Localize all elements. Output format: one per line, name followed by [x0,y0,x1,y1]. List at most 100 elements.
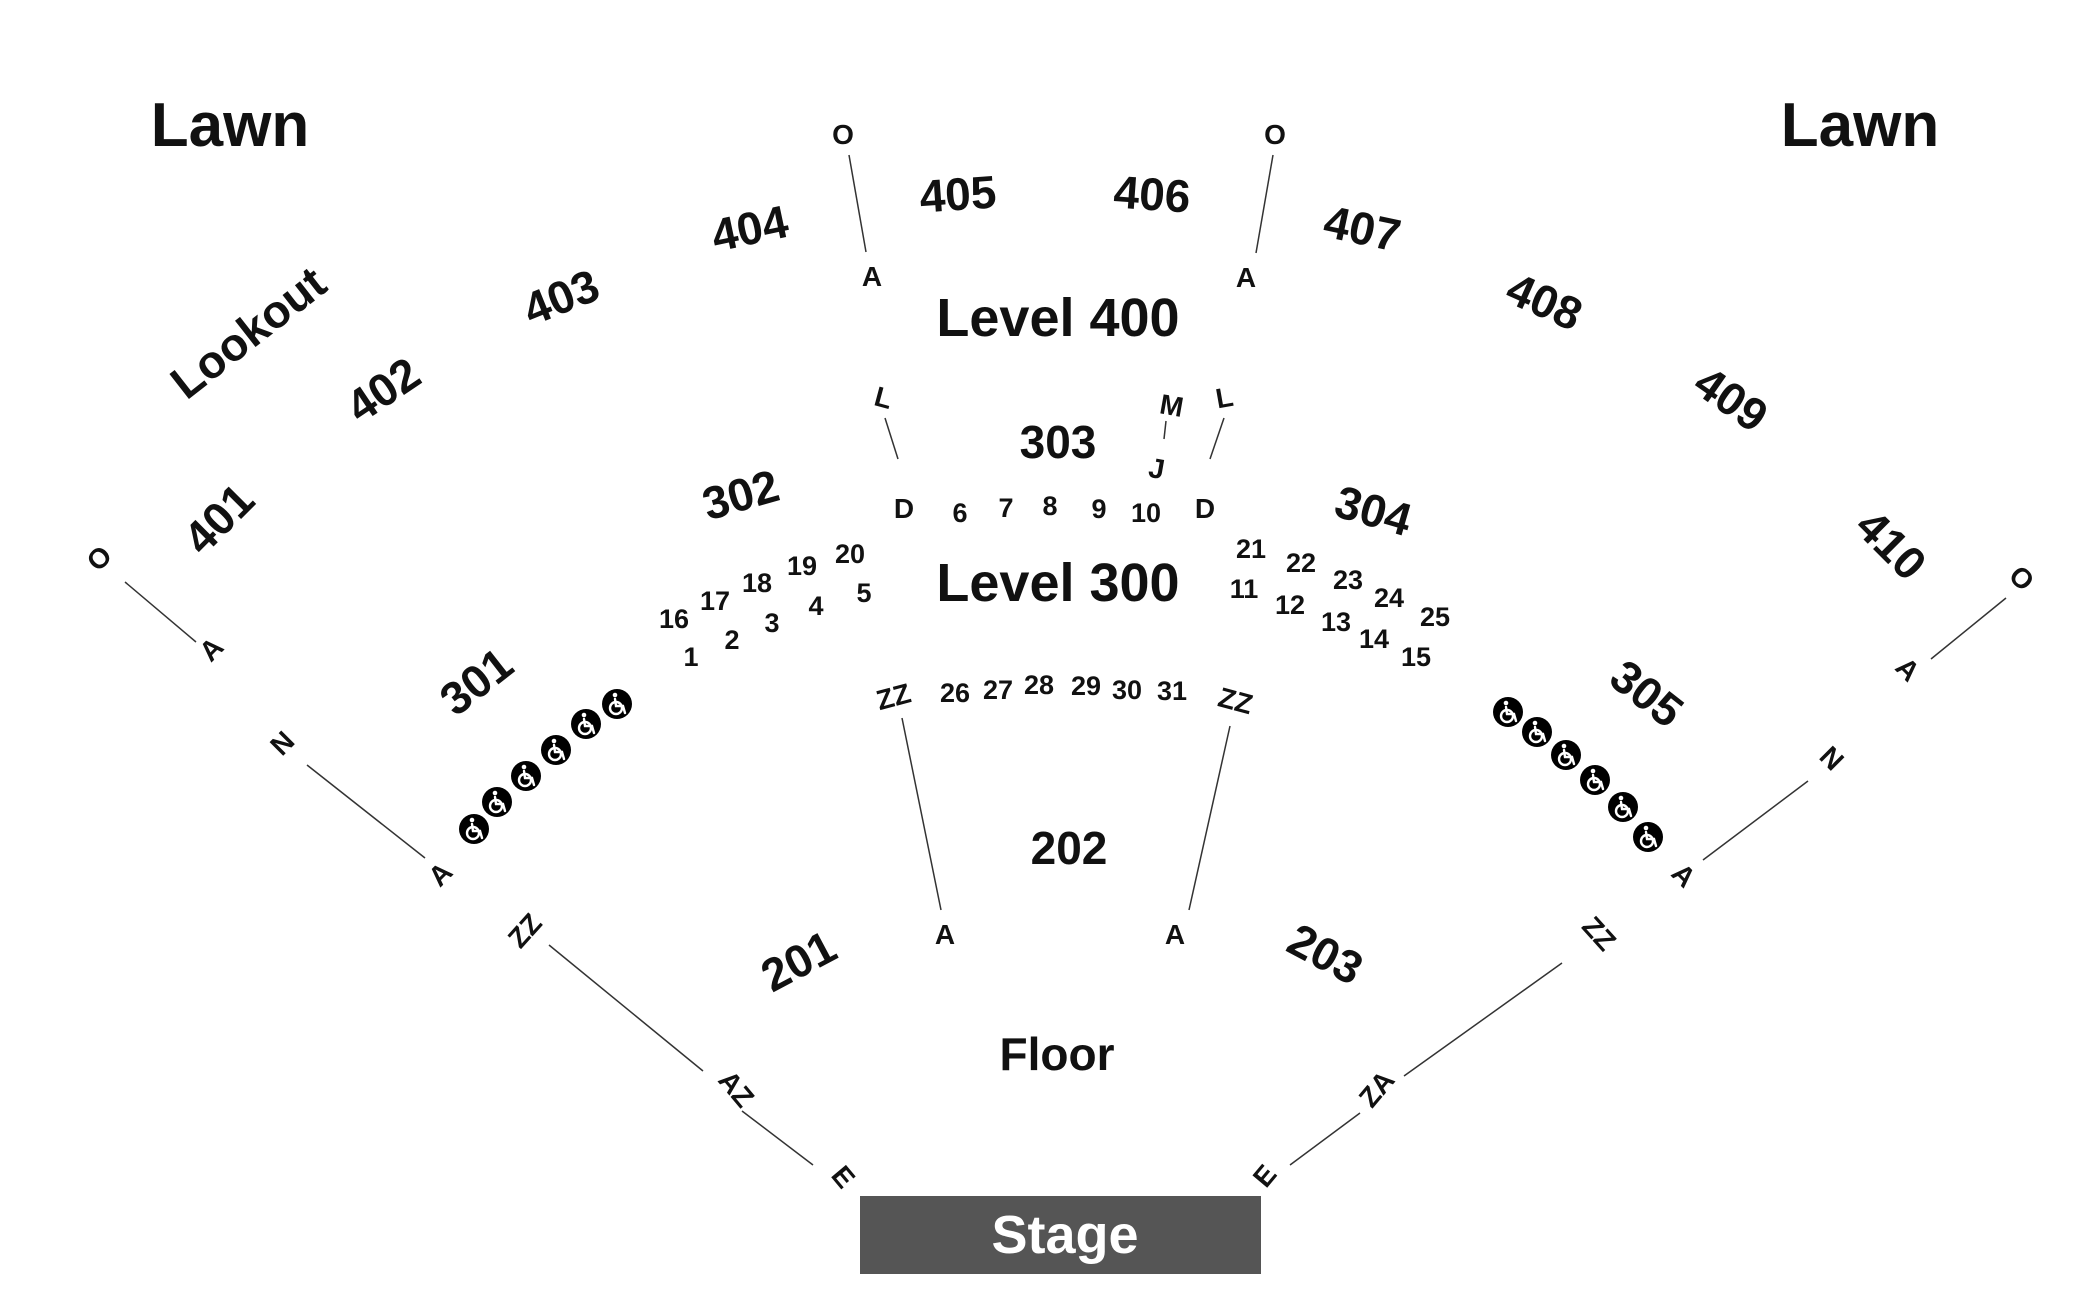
section-403[interactable]: 403 [516,259,607,336]
floor-label: Floor [1000,1028,1115,1080]
aisle-line-302-d [884,417,899,460]
wheelchair-icon [600,687,634,721]
row-label-o: O [1264,119,1286,150]
box-20: 20 [835,539,865,569]
section-409[interactable]: 409 [1685,356,1778,443]
section-201[interactable]: 201 [752,920,844,1002]
wheelchair-icon [1606,790,1640,824]
box-8: 8 [1042,491,1057,521]
row-label-d: D [1195,493,1215,524]
section-303[interactable]: 303 [1020,416,1097,468]
level-300-label: Level 300 [936,553,1179,613]
box-12: 12 [1275,590,1305,620]
box-28: 28 [1024,670,1054,700]
box-22: 22 [1286,548,1316,578]
section-408[interactable]: 408 [1499,262,1590,341]
section-304[interactable]: 304 [1329,475,1418,546]
wheelchair-icon [569,707,603,741]
box-14: 14 [1359,624,1389,654]
row-label-a: A [1236,262,1256,293]
box-6: 6 [952,498,967,528]
lawn-left-label: Lawn [151,91,309,160]
section-302[interactable]: 302 [697,459,785,530]
section-406[interactable]: 406 [1112,165,1192,222]
section-405[interactable]: 405 [918,165,998,222]
aisle-line-203-lower [1289,1112,1361,1166]
box-numbers: 1 2 3 4 5 6 7 8 9 10 11 12 13 14 15 16 1… [659,491,1450,708]
row-label-l: L [1213,381,1235,415]
row-label-a: A [1165,919,1185,950]
section-407[interactable]: 407 [1319,195,1405,262]
aisle-line-401-left [124,581,197,643]
section-202[interactable]: 202 [1031,822,1108,874]
row-label-a: A [862,261,882,292]
box-16: 16 [659,604,689,634]
row-label-e: E [1247,1159,1283,1193]
lookout-label: Lookout [161,256,336,409]
aisle-line-201-lower [741,1110,814,1166]
aisle-line-405-left [848,154,867,253]
box-11: 11 [1230,574,1259,604]
section-203[interactable]: 203 [1279,913,1371,995]
row-label-a: A [193,631,229,667]
box-18: 18 [742,568,772,598]
section-404[interactable]: 404 [707,195,793,262]
accessible-seating-right [1491,695,1665,854]
aisle-line-304-d [1209,417,1225,460]
box-24: 24 [1374,583,1404,613]
row-label-n: N [1814,740,1850,776]
box-31: 31 [1157,676,1187,706]
row-label-a: A [1666,857,1702,893]
wheelchair-icon [509,759,543,793]
row-label-a: A [1890,651,1926,687]
wheelchair-icon [1549,738,1583,772]
aisle-line-406-right [1255,154,1274,254]
box-9: 9 [1091,494,1106,524]
box-21: 21 [1236,534,1266,564]
wheelchair-icon [1631,820,1665,854]
aisle-line-410-right [1930,597,2007,660]
box-3: 3 [764,608,779,638]
row-label-l: L [871,381,896,415]
aisle-line-305-right [1702,780,1809,861]
stage: Stage [860,1196,1261,1274]
aisle-line-202-left [901,717,942,911]
stage-block [860,1196,1261,1274]
row-label-zz: ZZ [502,908,548,954]
row-label-zz: ZZ [873,677,914,716]
row-label-d: D [894,493,914,524]
aisle-line-201-upper [548,944,704,1072]
box-10: 10 [1131,498,1161,528]
row-label-n: N [264,725,300,761]
box-15: 15 [1401,642,1431,672]
row-label-zz: ZZ [1215,681,1256,720]
box-17: 17 [700,586,730,616]
row-label-e: E [825,1160,861,1194]
box-2: 2 [724,625,739,655]
box-1: 1 [683,642,698,672]
aisle-line-202-right [1188,725,1231,911]
box-25: 25 [1420,602,1450,632]
row-label-j: J [1146,452,1167,485]
accessible-seating-left [457,687,634,846]
section-305[interactable]: 305 [1601,649,1693,737]
box-19: 19 [787,551,817,581]
box-29: 29 [1071,671,1101,701]
box-27: 27 [983,675,1013,705]
section-402[interactable]: 402 [337,347,430,433]
aisle-lines [124,154,2007,1166]
row-label-az: AZ [712,1065,760,1114]
section-410[interactable]: 410 [1846,499,1937,590]
row-label-za: ZA [1353,1065,1401,1114]
wheelchair-icon [1520,715,1554,749]
row-label-o: O [81,540,118,577]
section-401[interactable]: 401 [173,473,264,564]
aisle-line-203-upper [1403,962,1563,1077]
section-301[interactable]: 301 [430,637,522,725]
box-23: 23 [1333,565,1363,595]
row-label-m: M [1157,388,1185,423]
stage-label: Stage [991,1205,1138,1265]
wheelchair-icon [1578,763,1612,797]
box-7: 7 [998,493,1013,523]
